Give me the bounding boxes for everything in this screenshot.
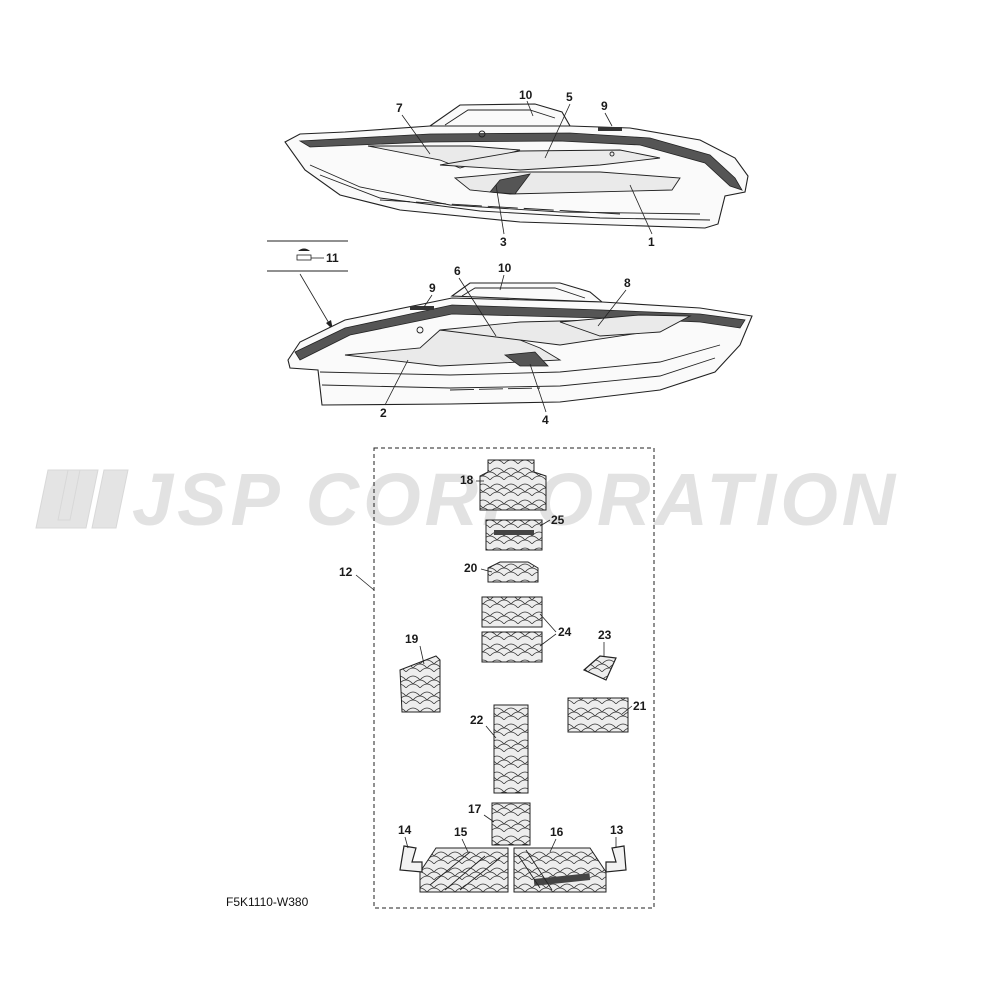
mat-part-19 bbox=[399, 655, 441, 713]
mat-part-24b bbox=[481, 631, 543, 663]
callout-12: 12 bbox=[339, 565, 353, 579]
mat-part-17 bbox=[491, 802, 531, 846]
boat-top-view bbox=[284, 103, 749, 229]
detail-inset-11: 11 bbox=[267, 240, 348, 331]
callout-13: 13 bbox=[610, 823, 624, 837]
decal-panel-8 bbox=[559, 314, 692, 337]
callout-19: 19 bbox=[405, 632, 419, 646]
callout-8: 8 bbox=[624, 276, 631, 290]
callout-23: 23 bbox=[598, 628, 612, 642]
mat-part-14 bbox=[399, 845, 423, 873]
callout-18: 18 bbox=[460, 473, 474, 487]
callout-2: 2 bbox=[380, 406, 387, 420]
yamaha-logo-top bbox=[598, 127, 622, 131]
callout-25: 25 bbox=[551, 513, 565, 527]
callout-21: 21 bbox=[633, 699, 647, 713]
mat-part-21 bbox=[567, 697, 629, 733]
yamaha-logo-bottom bbox=[410, 306, 434, 310]
mat-part-23 bbox=[582, 655, 617, 681]
mat-part-24a bbox=[481, 596, 543, 628]
windshield-top bbox=[428, 103, 571, 127]
decal-panel-1 bbox=[453, 171, 681, 195]
callout-9: 9 bbox=[429, 281, 436, 295]
callout-9: 9 bbox=[601, 99, 608, 113]
callout-10: 10 bbox=[519, 88, 533, 102]
mat-part-18 bbox=[479, 459, 547, 511]
diagram-code: F5K1110-W380 bbox=[226, 895, 309, 909]
callout-17: 17 bbox=[468, 802, 482, 816]
mat-part-22 bbox=[493, 704, 529, 794]
mat-part-20 bbox=[487, 561, 539, 583]
mat-kit-group: 12 18 25 20 24 23 19 21 2 bbox=[339, 447, 655, 909]
callout-14: 14 bbox=[398, 823, 412, 837]
kit-boundary bbox=[373, 447, 655, 909]
callout-1: 1 bbox=[648, 235, 655, 249]
callout-4: 4 bbox=[542, 413, 549, 427]
callout-24: 24 bbox=[558, 625, 572, 639]
decal-panel-5 bbox=[439, 149, 661, 171]
callouts-top-boat: 10 5 9 7 3 1 bbox=[396, 88, 655, 249]
callout-7: 7 bbox=[396, 101, 403, 115]
mat-part-13 bbox=[605, 845, 627, 873]
watermark: JSP CORPORATION bbox=[35, 458, 895, 541]
callout-11: 11 bbox=[326, 251, 339, 265]
callout-16: 16 bbox=[550, 825, 564, 839]
callout-3: 3 bbox=[500, 235, 507, 249]
boat-bottom-view bbox=[287, 282, 753, 406]
callout-15: 15 bbox=[454, 825, 468, 839]
callouts-bottom-boat: 10 6 9 8 2 4 bbox=[380, 261, 631, 427]
callout-20: 20 bbox=[464, 561, 478, 575]
callout-22: 22 bbox=[470, 713, 484, 727]
mat-part-15 bbox=[419, 847, 509, 893]
callout-5: 5 bbox=[566, 90, 573, 104]
callout-6: 6 bbox=[454, 264, 461, 278]
callout-10: 10 bbox=[498, 261, 512, 275]
cap-part-11 bbox=[296, 254, 312, 261]
